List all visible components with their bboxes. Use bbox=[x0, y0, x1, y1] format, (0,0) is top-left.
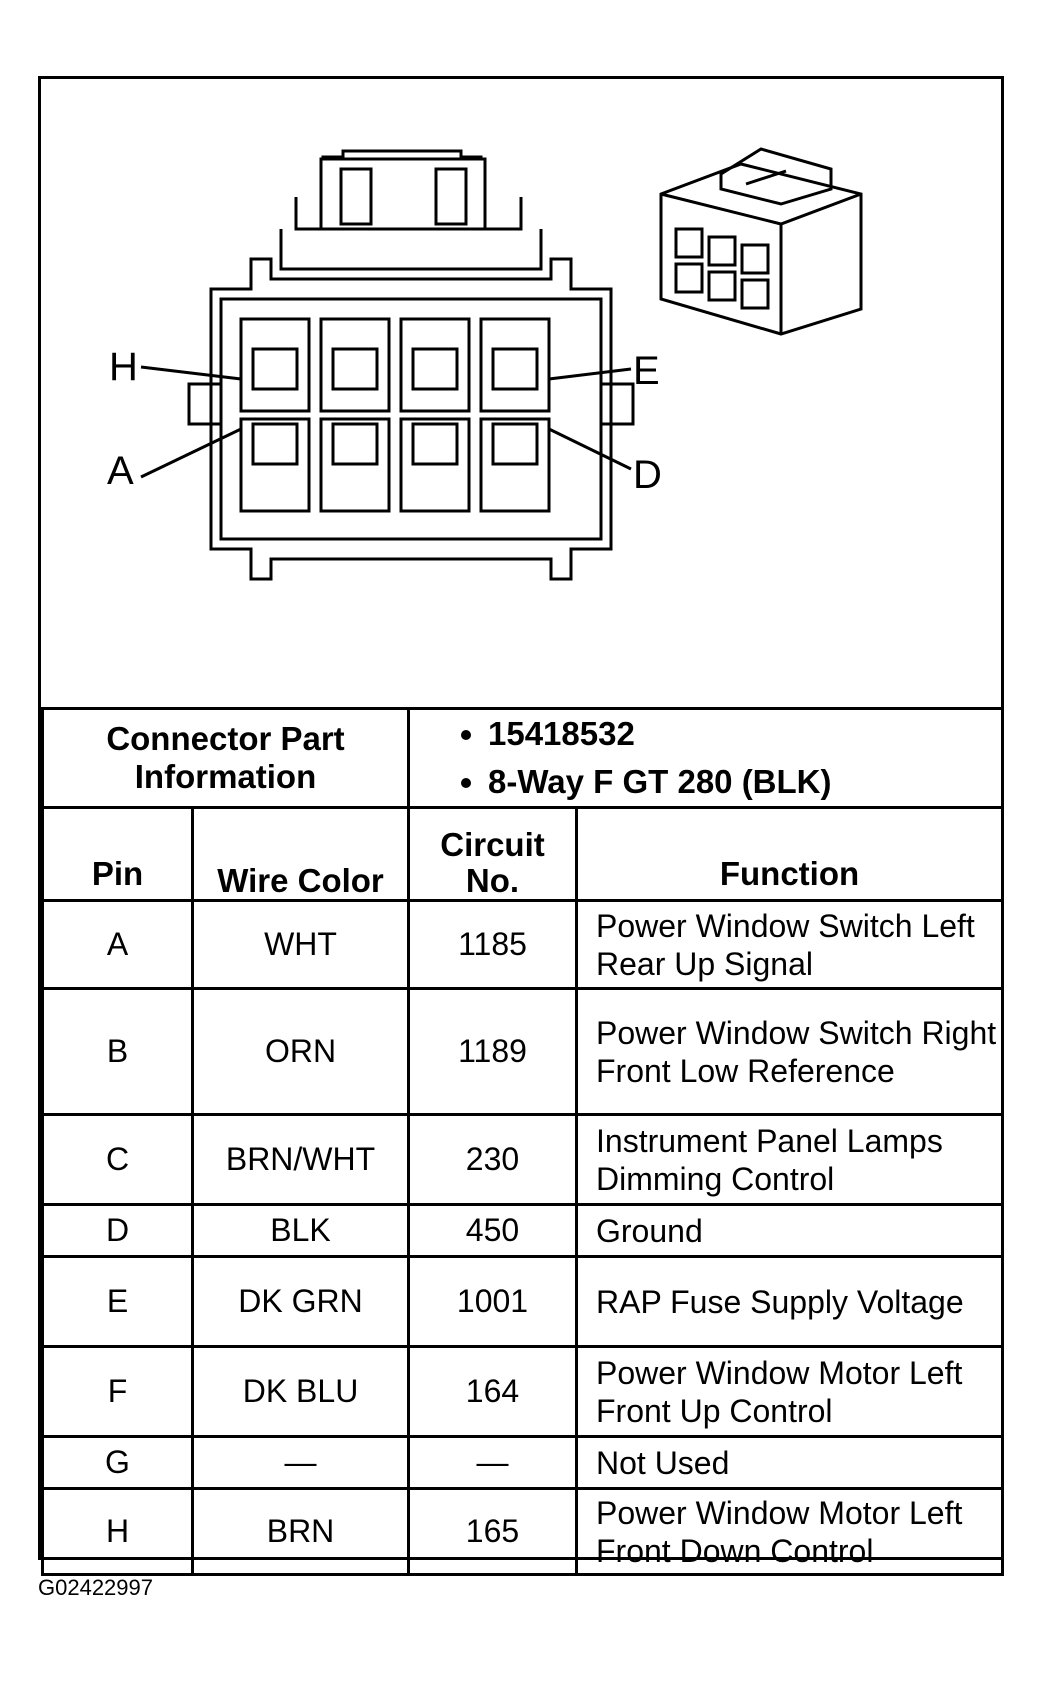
table-header-row: Pin Wire Color Circuit No. Function bbox=[41, 806, 1004, 902]
table-row: C BRN/WHT 230 Instrument Panel Lamps Dim… bbox=[41, 1113, 1004, 1206]
header-circuit: Circuit No. bbox=[407, 806, 578, 902]
function-cell: Power Window Switch Left Rear Up Signal bbox=[575, 899, 1004, 990]
function-cell: Power Window Switch Right Front Low Refe… bbox=[575, 987, 1004, 1116]
circuit-cell: 164 bbox=[407, 1345, 578, 1438]
pin-cell: B bbox=[41, 987, 194, 1116]
pin-label-h: H bbox=[109, 345, 138, 389]
circuit-cell: 1001 bbox=[407, 1255, 578, 1348]
function-cell: Power Window Motor Left Front Up Control bbox=[575, 1345, 1004, 1438]
pin-cell: C bbox=[41, 1113, 194, 1206]
function-cell: Ground bbox=[575, 1203, 1004, 1258]
connector-part-number: 15418532 bbox=[488, 710, 1001, 758]
circuit-cell: 1189 bbox=[407, 987, 578, 1116]
wire-color-cell: WHT bbox=[191, 899, 410, 990]
header-wire-color: Wire Color bbox=[191, 806, 410, 902]
table-row: E DK GRN 1001 RAP Fuse Supply Voltage bbox=[41, 1255, 1004, 1348]
wire-color-cell: — bbox=[191, 1435, 410, 1490]
connector-info-values: 15418532 8-Way F GT 280 (BLK) bbox=[407, 707, 1004, 809]
circuit-cell: 1185 bbox=[407, 899, 578, 990]
pin-cell: H bbox=[41, 1487, 194, 1576]
wire-color-cell: BRN/WHT bbox=[191, 1113, 410, 1206]
connector-diagram: H A E D bbox=[41, 79, 1001, 707]
pin-cell: D bbox=[41, 1203, 194, 1258]
header-pin: Pin bbox=[41, 806, 194, 902]
wire-color-cell: ORN bbox=[191, 987, 410, 1116]
circuit-cell: 450 bbox=[407, 1203, 578, 1258]
connector-iso-icon bbox=[659, 147, 863, 336]
pin-label-a: A bbox=[107, 449, 134, 493]
wire-color-cell: DK BLU bbox=[191, 1345, 410, 1438]
figure-id: G02422997 bbox=[38, 1575, 153, 1600]
table-row: B ORN 1189 Power Window Switch Right Fro… bbox=[41, 987, 1004, 1116]
pin-label-d: D bbox=[633, 453, 662, 497]
circuit-cell: — bbox=[407, 1435, 578, 1490]
connector-pinout-table: Connector Part Information 15418532 8-Wa… bbox=[41, 707, 1004, 1576]
pin-cell: G bbox=[41, 1435, 194, 1490]
pin-label-e: E bbox=[633, 349, 660, 393]
connector-info-row: Connector Part Information 15418532 8-Wa… bbox=[41, 707, 1004, 809]
function-cell: Instrument Panel Lamps Dimming Control bbox=[575, 1113, 1004, 1206]
function-cell: RAP Fuse Supply Voltage bbox=[575, 1255, 1004, 1348]
function-cell: Not Used bbox=[575, 1435, 1004, 1490]
connector-face-drawing bbox=[140, 147, 863, 581]
table-row: H BRN 165 Power Window Motor Left Front … bbox=[41, 1487, 1004, 1576]
diagram-frame: H A E D Connector Part Information 15418… bbox=[38, 76, 1004, 1576]
wire-color-cell: BLK bbox=[191, 1203, 410, 1258]
table-row: F DK BLU 164 Power Window Motor Left Fro… bbox=[41, 1345, 1004, 1438]
pin-cell: A bbox=[41, 899, 194, 990]
function-cell: Power Window Motor Left Front Down Contr… bbox=[575, 1487, 1004, 1576]
table-row: G — — Not Used bbox=[41, 1435, 1004, 1490]
table-row: D BLK 450 Ground bbox=[41, 1203, 1004, 1258]
circuit-cell: 165 bbox=[407, 1487, 578, 1576]
connector-info-label: Connector Part Information bbox=[41, 707, 410, 809]
circuit-cell: 230 bbox=[407, 1113, 578, 1206]
wire-color-cell: DK GRN bbox=[191, 1255, 410, 1348]
table-row: A WHT 1185 Power Window Switch Left Rear… bbox=[41, 899, 1004, 990]
pin-cell: E bbox=[41, 1255, 194, 1348]
wire-color-cell: BRN bbox=[191, 1487, 410, 1576]
header-function: Function bbox=[575, 806, 1004, 902]
connector-type: 8-Way F GT 280 (BLK) bbox=[488, 758, 1001, 806]
pin-cell: F bbox=[41, 1345, 194, 1438]
